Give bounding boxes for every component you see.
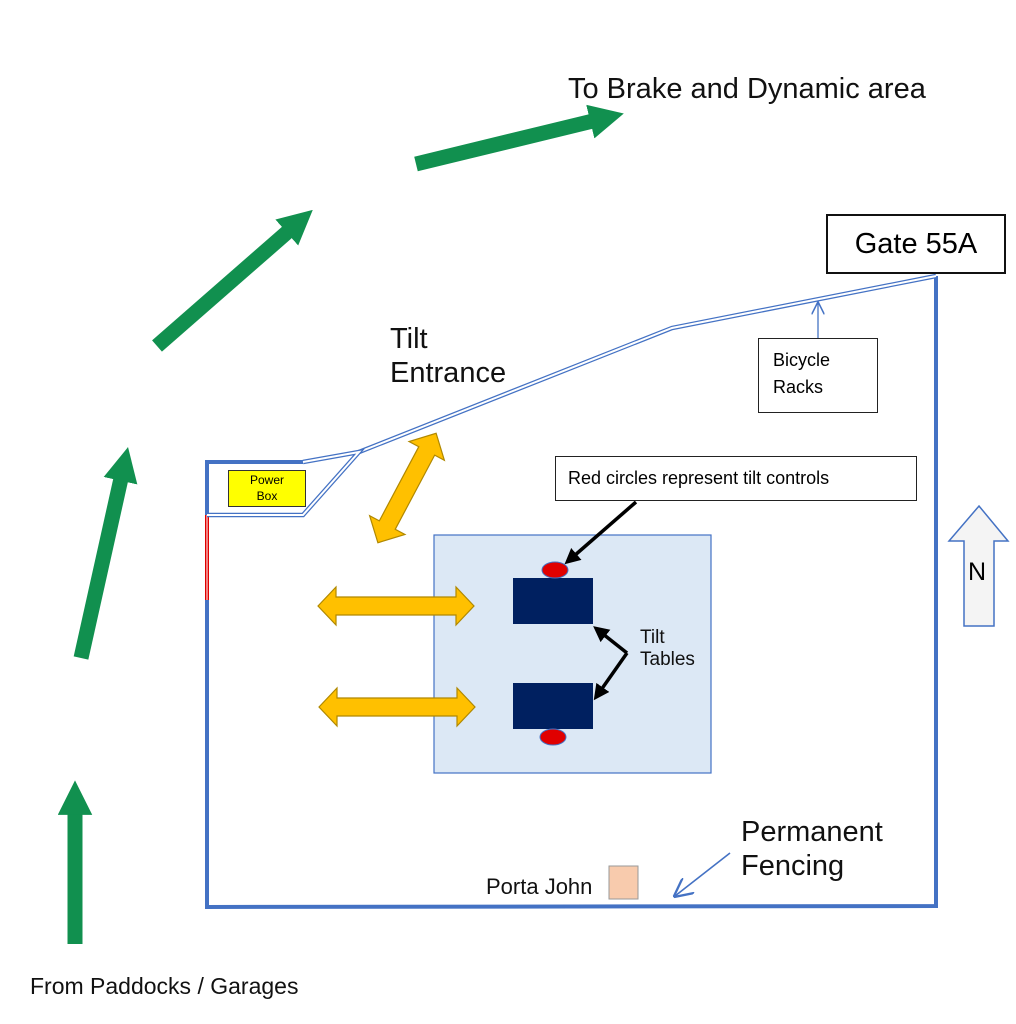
upper-fence-inner: [358, 275, 937, 453]
tilt-control-lower: [539, 728, 567, 746]
tilt-controls-pointer: [564, 500, 638, 565]
bicycle-racks-label: Bicycle Racks: [773, 350, 831, 397]
north-label: N: [968, 558, 987, 586]
permanent-fencing: [205, 276, 938, 910]
to-brake-dynamic-label: To Brake and Dynamic area: [568, 73, 926, 105]
power-box: Power Box: [228, 470, 306, 507]
route-arrows: [57, 104, 624, 944]
tilt-tables-pointer-upper: [593, 626, 629, 655]
tilt-table-lower: [513, 683, 593, 729]
fence-outline: [205, 276, 938, 910]
tilt-table-upper: [513, 578, 593, 624]
route-arrow-2: [73, 447, 138, 660]
tilt-tables-label: Tilt Tables: [640, 627, 695, 671]
tilt-tables-pointer-lower: [593, 651, 629, 701]
tilt-controls-note-label: Red circles represent tilt controls: [568, 468, 830, 488]
from-paddocks-label: From Paddocks / Garages: [30, 973, 299, 999]
double-arrow-diagonal: [368, 432, 446, 544]
gate-55a-box: Gate 55A: [826, 214, 1006, 274]
fencing-pointer: [675, 852, 731, 896]
porta-john-box: [608, 865, 639, 900]
entrance-funnel-inner: [207, 450, 362, 516]
porta-john-label: Porta John: [486, 874, 593, 899]
gate-label: Gate 55A: [854, 227, 978, 260]
double-arrow-lower: [318, 686, 476, 728]
tilt-entrance-label: Tilt Entrance: [390, 323, 507, 390]
annotation-arrows: [564, 500, 638, 701]
tilt-controls-note-box: Red circles represent tilt controls: [555, 456, 917, 501]
permanent-fencing-label: Permanent Fencing: [741, 816, 883, 883]
route-arrow-3: [152, 209, 313, 352]
entrance-arrows: [317, 432, 476, 728]
tilt-area: [433, 534, 712, 774]
route-arrow-to-brake: [414, 104, 624, 172]
bicycle-racks-box: Bicycle Racks: [758, 338, 878, 413]
double-arrow-upper: [317, 585, 475, 627]
north-arrow-icon: [947, 504, 1010, 627]
tilt-control-upper: [541, 561, 569, 579]
upper-fence: [207, 273, 937, 518]
